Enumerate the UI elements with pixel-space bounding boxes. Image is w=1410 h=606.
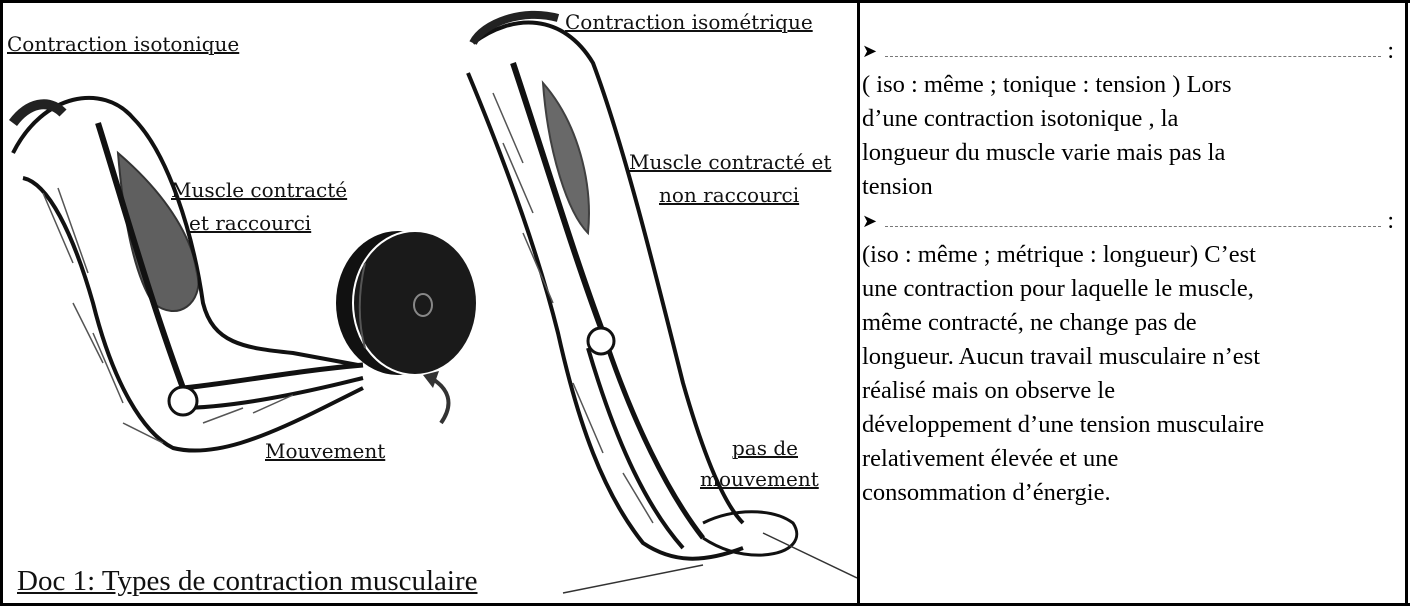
paragraph-line: (iso : même ; métrique : longueur) C’est [862, 238, 1402, 272]
paragraph-line: ( iso : même ; tonique : tension ) Lors [862, 68, 1402, 102]
label-contracted-not-shortened-2: non raccourci [659, 184, 799, 207]
arrow-bullet-icon: ➤ [862, 211, 877, 232]
arm-illustrations [3, 3, 857, 603]
paragraph-line: tension [862, 170, 1402, 204]
figure-panel: Contraction isotonique Contraction isomé… [3, 3, 857, 603]
label-movement: Mouvement [265, 440, 385, 463]
label-contracted-shortened-2: et raccourci [189, 212, 311, 235]
label-isometric: Contraction isométrique [565, 11, 813, 34]
label-contracted-shortened-1: Muscle contracté [171, 179, 347, 202]
blank-colon: : [1387, 208, 1394, 235]
text-panel: ➤ : ( iso : même ; tonique : tension ) L… [862, 34, 1402, 510]
paragraph-line: consommation d’énergie. [862, 476, 1402, 510]
paragraph-line: réalisé mais on observe le [862, 374, 1402, 408]
paragraph-line: une contraction pour laquelle le muscle, [862, 272, 1402, 306]
paragraph-line: relativement élevée et une [862, 442, 1402, 476]
fill-in-blank-2: ➤ : [862, 204, 1394, 238]
paragraph-line: même contracté, ne change pas de [862, 306, 1402, 340]
straight-arm-drawing [468, 15, 857, 578]
blank-dashes [885, 44, 1381, 57]
blank-colon: : [1387, 38, 1394, 65]
label-no-movement-1: pas de [732, 437, 798, 460]
label-no-movement-2: mouvement [700, 468, 819, 491]
right-border [1405, 0, 1408, 606]
paragraph-line: longueur du muscle varie mais pas la [862, 136, 1402, 170]
paragraph-line: développement d’une tension musculaire [862, 408, 1402, 442]
label-isotonic: Contraction isotonique [7, 33, 239, 56]
label-contracted-not-shortened-1: Muscle contracté et [629, 151, 831, 174]
ground-line [563, 565, 703, 593]
paragraph-line: longueur. Aucun travail musculaire n’est [862, 340, 1402, 374]
arrow-bullet-icon: ➤ [862, 41, 877, 62]
weight-disc-drawing [336, 231, 477, 375]
bent-arm-drawing [13, 98, 363, 451]
paragraph-line: d’une contraction isotonique , la [862, 102, 1402, 136]
fill-in-blank-1: ➤ : [862, 34, 1394, 68]
column-divider [857, 0, 860, 606]
blank-dashes [885, 214, 1381, 227]
figure-caption: Doc 1: Types de contraction musculaire [17, 565, 478, 598]
